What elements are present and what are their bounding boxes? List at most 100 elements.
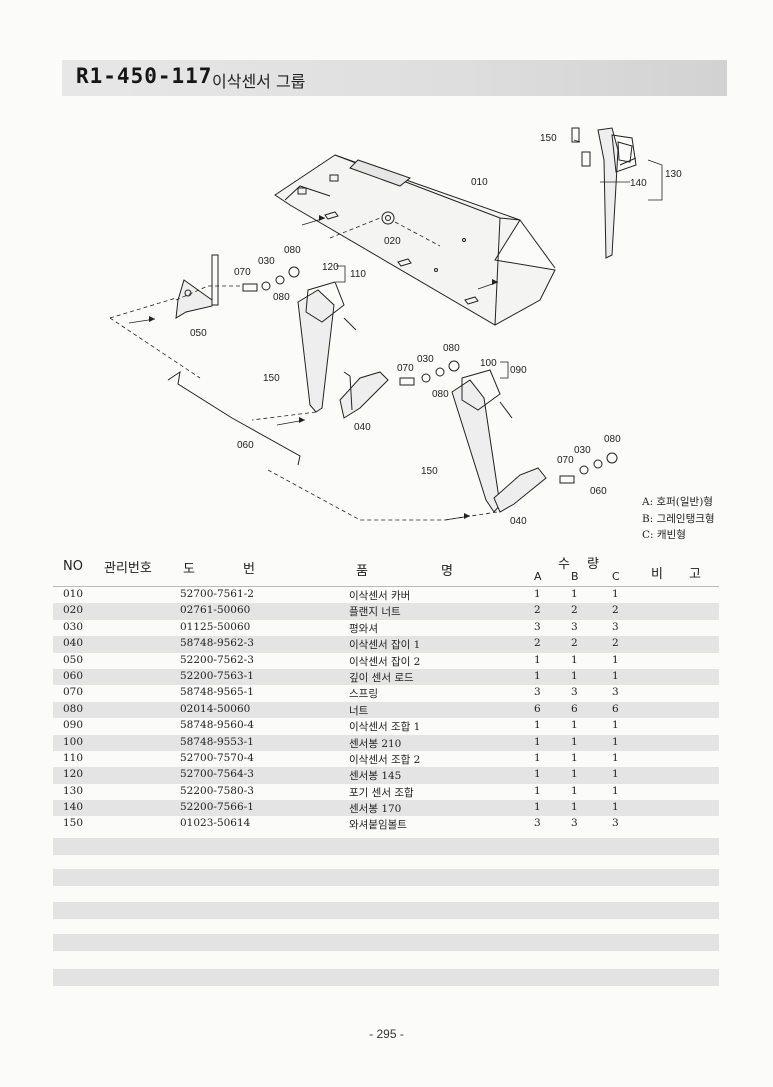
cell-name: 센서봉 145 bbox=[349, 770, 402, 783]
callout-110: 110 bbox=[350, 269, 366, 280]
header-item-myeong: 명 bbox=[441, 564, 453, 579]
callout-150-top: 150 bbox=[540, 133, 557, 144]
cell-name: 센서봉 170 bbox=[349, 803, 402, 816]
cell-no: 140 bbox=[63, 801, 84, 814]
callout-060-a: 060 bbox=[237, 440, 254, 451]
cell-a: 1 bbox=[534, 719, 541, 732]
blank-row bbox=[53, 902, 719, 919]
cell-part: 58748-9553-1 bbox=[180, 735, 254, 748]
cell-no: 060 bbox=[63, 669, 84, 682]
sensor-holder-040b-drawing bbox=[493, 452, 618, 513]
cell-part: 58748-9565-1 bbox=[180, 686, 254, 699]
cell-part: 02761-50060 bbox=[180, 604, 251, 617]
cell-name: 플랜지 너트 bbox=[349, 606, 401, 619]
cell-no: 020 bbox=[63, 604, 84, 617]
variant-legend: A: 호퍼(일반)형 B: 그레인탱크형 C: 캐빈형 bbox=[642, 494, 715, 544]
cell-c: 3 bbox=[612, 817, 619, 830]
cell-b: 3 bbox=[571, 620, 578, 633]
cell-b: 1 bbox=[571, 784, 578, 797]
cell-c: 3 bbox=[612, 620, 619, 633]
sensor-assembly-090-drawing bbox=[399, 360, 513, 513]
cell-c: 1 bbox=[612, 784, 619, 797]
cell-b: 2 bbox=[571, 604, 578, 617]
cell-name: 평와셔 bbox=[349, 622, 378, 635]
cell-b: 3 bbox=[571, 817, 578, 830]
cell-part: 58748-9560-4 bbox=[180, 719, 254, 732]
sensor-assembly-130-drawing bbox=[571, 127, 637, 259]
cell-b: 1 bbox=[571, 751, 578, 764]
cell-part: 52200-7580-3 bbox=[180, 784, 254, 797]
cell-c: 1 bbox=[612, 735, 619, 748]
cell-no: 030 bbox=[63, 620, 84, 633]
cell-a: 1 bbox=[534, 784, 541, 797]
cell-part: 52700-7561-2 bbox=[180, 588, 254, 600]
header-mgmt-no: 관리번호 bbox=[104, 561, 152, 576]
callout-130: 130 bbox=[665, 169, 682, 180]
cell-a: 1 bbox=[534, 588, 541, 600]
parts-table-body: 010 52700-7561-2 이삭센서 카버 1 1 1 020 02761-50060 플… bbox=[53, 587, 719, 833]
cell-no: 080 bbox=[63, 702, 84, 715]
cell-part: 52700-7570-4 bbox=[180, 751, 254, 764]
cell-name: 이삭센서 조합 2 bbox=[349, 753, 421, 766]
callout-150-mid: 150 bbox=[263, 373, 280, 384]
callout-070-b: 070 bbox=[397, 363, 414, 374]
cell-no: 050 bbox=[63, 653, 84, 666]
table-row: 030 01125-50060 평와셔 3 3 3 bbox=[53, 620, 719, 636]
legend-item: A: 호퍼(일반)형 bbox=[642, 496, 713, 508]
cell-a: 2 bbox=[534, 637, 541, 650]
callout-020: 020 bbox=[384, 236, 401, 247]
header-drawing-do: 도 bbox=[183, 562, 195, 577]
header-qty-ryang: 량 bbox=[587, 557, 599, 572]
callout-040-a: 040 bbox=[354, 422, 371, 433]
cell-no: 010 bbox=[63, 588, 84, 600]
callout-080-a: 080 bbox=[284, 245, 301, 256]
parts-table-header: NO 관리번호 도 번 품 명 수 량 A B C 비 고 bbox=[53, 555, 719, 587]
sensor-holder-040a-drawing bbox=[339, 371, 389, 419]
callout-080-b: 080 bbox=[273, 292, 290, 303]
header-qty-c: C bbox=[612, 570, 620, 583]
cell-part: 52700-7564-3 bbox=[180, 768, 254, 781]
legend-item: C: 캐빈형 bbox=[642, 529, 686, 541]
cell-b: 3 bbox=[571, 686, 578, 699]
cell-c: 1 bbox=[612, 669, 619, 682]
cell-c: 1 bbox=[612, 751, 619, 764]
cell-c: 2 bbox=[612, 637, 619, 650]
cell-part: 01125-50060 bbox=[180, 620, 251, 633]
header-remark-bi: 비 bbox=[651, 567, 663, 582]
legend-item: B: 그레인탱크형 bbox=[642, 512, 715, 525]
sensor-assembly-110-drawing bbox=[242, 266, 357, 413]
cell-no: 040 bbox=[63, 637, 84, 650]
part-group-title: 이삭센서 그룹 bbox=[212, 72, 306, 91]
cell-no: 090 bbox=[63, 719, 84, 732]
callout-030-c: 030 bbox=[574, 445, 591, 456]
cell-no: 070 bbox=[63, 686, 84, 699]
depth-sensor-rod-drawing bbox=[167, 370, 301, 466]
cell-a: 1 bbox=[534, 768, 541, 781]
callout-080-d: 080 bbox=[432, 389, 449, 400]
cell-name: 이삭센서 카버 bbox=[349, 590, 411, 602]
cell-b: 1 bbox=[571, 653, 578, 666]
cell-no: 120 bbox=[63, 768, 84, 781]
cell-c: 1 bbox=[612, 768, 619, 781]
sensor-cover-drawing bbox=[274, 154, 556, 326]
cell-b: 1 bbox=[571, 588, 578, 600]
blank-row bbox=[53, 869, 719, 886]
header-no: NO bbox=[63, 559, 83, 574]
cell-name: 스프링 bbox=[349, 688, 378, 701]
cell-part: 52200-7566-1 bbox=[180, 801, 254, 814]
cell-part: 02014-50060 bbox=[180, 702, 251, 715]
header-item-pum: 품 bbox=[356, 564, 368, 579]
part-group-code: R1-450-117 bbox=[76, 64, 213, 88]
cell-a: 3 bbox=[534, 620, 541, 633]
callout-100: 100 bbox=[480, 358, 497, 369]
cell-a: 1 bbox=[534, 653, 541, 666]
cell-name: 너트 bbox=[349, 704, 369, 717]
callout-080-e: 080 bbox=[604, 434, 621, 445]
callout-120: 120 bbox=[322, 262, 339, 273]
